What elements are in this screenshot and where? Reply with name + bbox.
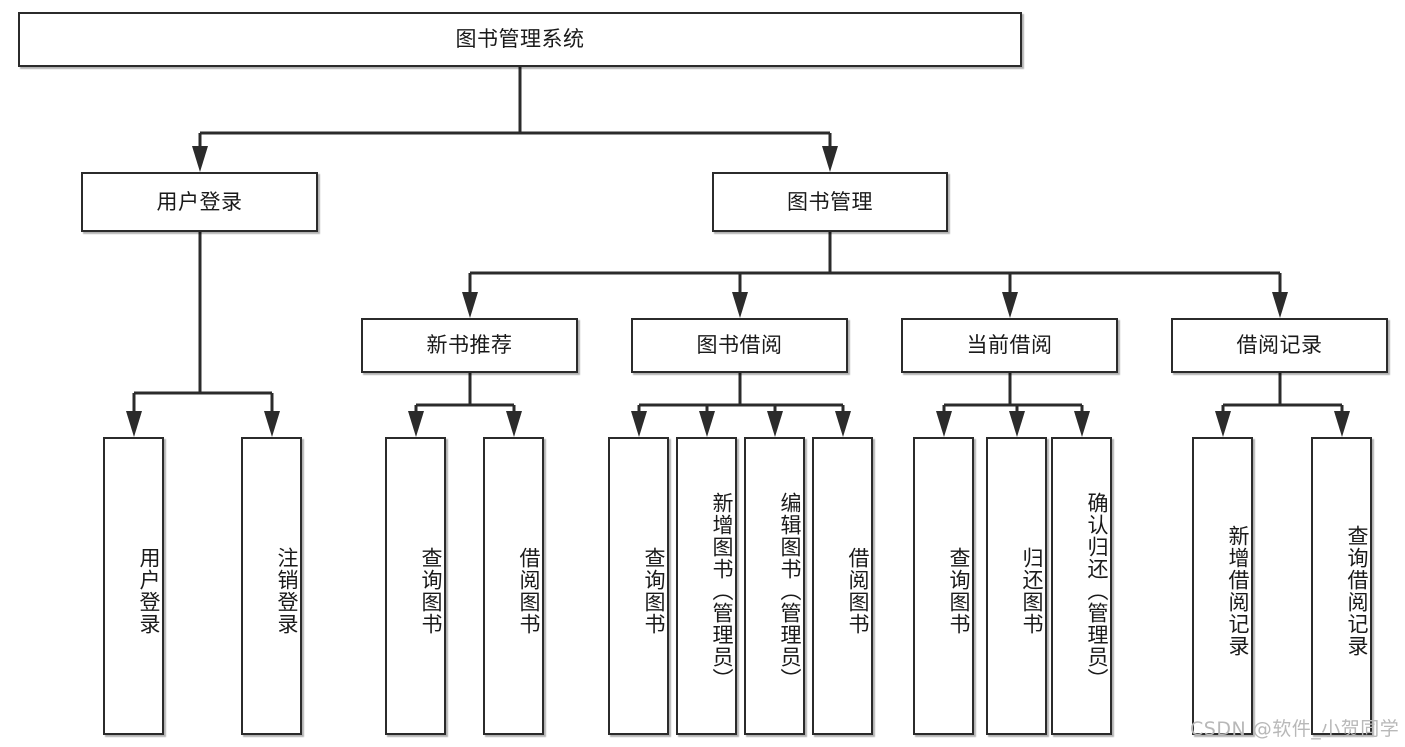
node-label: 注销登录 [275, 547, 299, 635]
arrowhead [767, 411, 783, 437]
arrowhead [1215, 411, 1231, 437]
arrowhead [462, 292, 478, 318]
node-label: 查询图书 [419, 547, 443, 635]
node-leaf-user-login[interactable]: 用户登录 [103, 437, 164, 735]
node-label: 归还图书 [1020, 547, 1044, 635]
node-leaf-query-book-1[interactable]: 查询图书 [385, 437, 446, 735]
node-label: 借阅记录 [1236, 333, 1323, 358]
node-label: 查询图书 [642, 547, 666, 635]
arrowhead [835, 411, 851, 437]
arrowhead [126, 411, 142, 437]
node-leaf-edit-book[interactable]: 编辑图书（管理员） [744, 437, 805, 735]
node-label: 查询借阅记录 [1345, 525, 1369, 657]
arrowhead [732, 292, 748, 318]
node-root[interactable]: 图书管理系统 [18, 12, 1022, 67]
node-label: 借阅图书 [517, 547, 541, 635]
csdn-watermark: CSDN @软件_小贺同学 [1190, 718, 1400, 740]
arrowhead [1334, 411, 1350, 437]
arrowhead [1074, 411, 1090, 437]
arrowhead [699, 411, 715, 437]
node-leaf-query-book-2[interactable]: 查询图书 [608, 437, 669, 735]
node-label: 图书管理系统 [455, 27, 585, 52]
node-label: 新书推荐 [426, 333, 513, 358]
node-leaf-add-book[interactable]: 新增图书（管理员） [676, 437, 737, 735]
node-book-manage[interactable]: 图书管理 [712, 172, 948, 232]
node-label: 当前借阅 [966, 333, 1053, 358]
node-label: 用户登录 [137, 547, 161, 635]
arrowhead [264, 411, 280, 437]
node-leaf-return-book[interactable]: 归还图书 [986, 437, 1047, 735]
node-leaf-borrow-book-1[interactable]: 借阅图书 [483, 437, 544, 735]
arrowhead [1009, 411, 1025, 437]
node-leaf-add-record[interactable]: 新增借阅记录 [1192, 437, 1253, 735]
node-label: 用户登录 [156, 189, 243, 214]
node-label: 图书借阅 [696, 333, 783, 358]
node-user-login[interactable]: 用户登录 [81, 172, 318, 232]
node-leaf-borrow-book-2[interactable]: 借阅图书 [812, 437, 873, 735]
node-leaf-query-book-3[interactable]: 查询图书 [913, 437, 974, 735]
node-label: 确认归还（管理员） [1085, 492, 1109, 690]
node-book-borrow[interactable]: 图书借阅 [631, 318, 848, 373]
node-label: 新增图书（管理员） [710, 492, 734, 690]
node-current-borrow[interactable]: 当前借阅 [901, 318, 1118, 373]
arrowhead [822, 146, 838, 172]
arrowhead [1272, 292, 1288, 318]
arrowhead [631, 411, 647, 437]
node-label: 查询图书 [947, 547, 971, 635]
node-borrow-record[interactable]: 借阅记录 [1171, 318, 1388, 373]
arrowhead [936, 411, 952, 437]
node-leaf-user-logout[interactable]: 注销登录 [241, 437, 302, 735]
node-leaf-confirm-return[interactable]: 确认归还（管理员） [1051, 437, 1112, 735]
node-label: 图书管理 [787, 189, 873, 214]
arrowhead [506, 411, 522, 437]
node-label: 新增借阅记录 [1226, 525, 1250, 657]
node-label: 借阅图书 [846, 547, 870, 635]
node-leaf-query-record[interactable]: 查询借阅记录 [1311, 437, 1372, 735]
arrowhead [408, 411, 424, 437]
node-new-book-rec[interactable]: 新书推荐 [361, 318, 578, 373]
arrowhead [192, 146, 208, 172]
arrowhead [1002, 292, 1018, 318]
node-label: 编辑图书（管理员） [778, 492, 802, 690]
